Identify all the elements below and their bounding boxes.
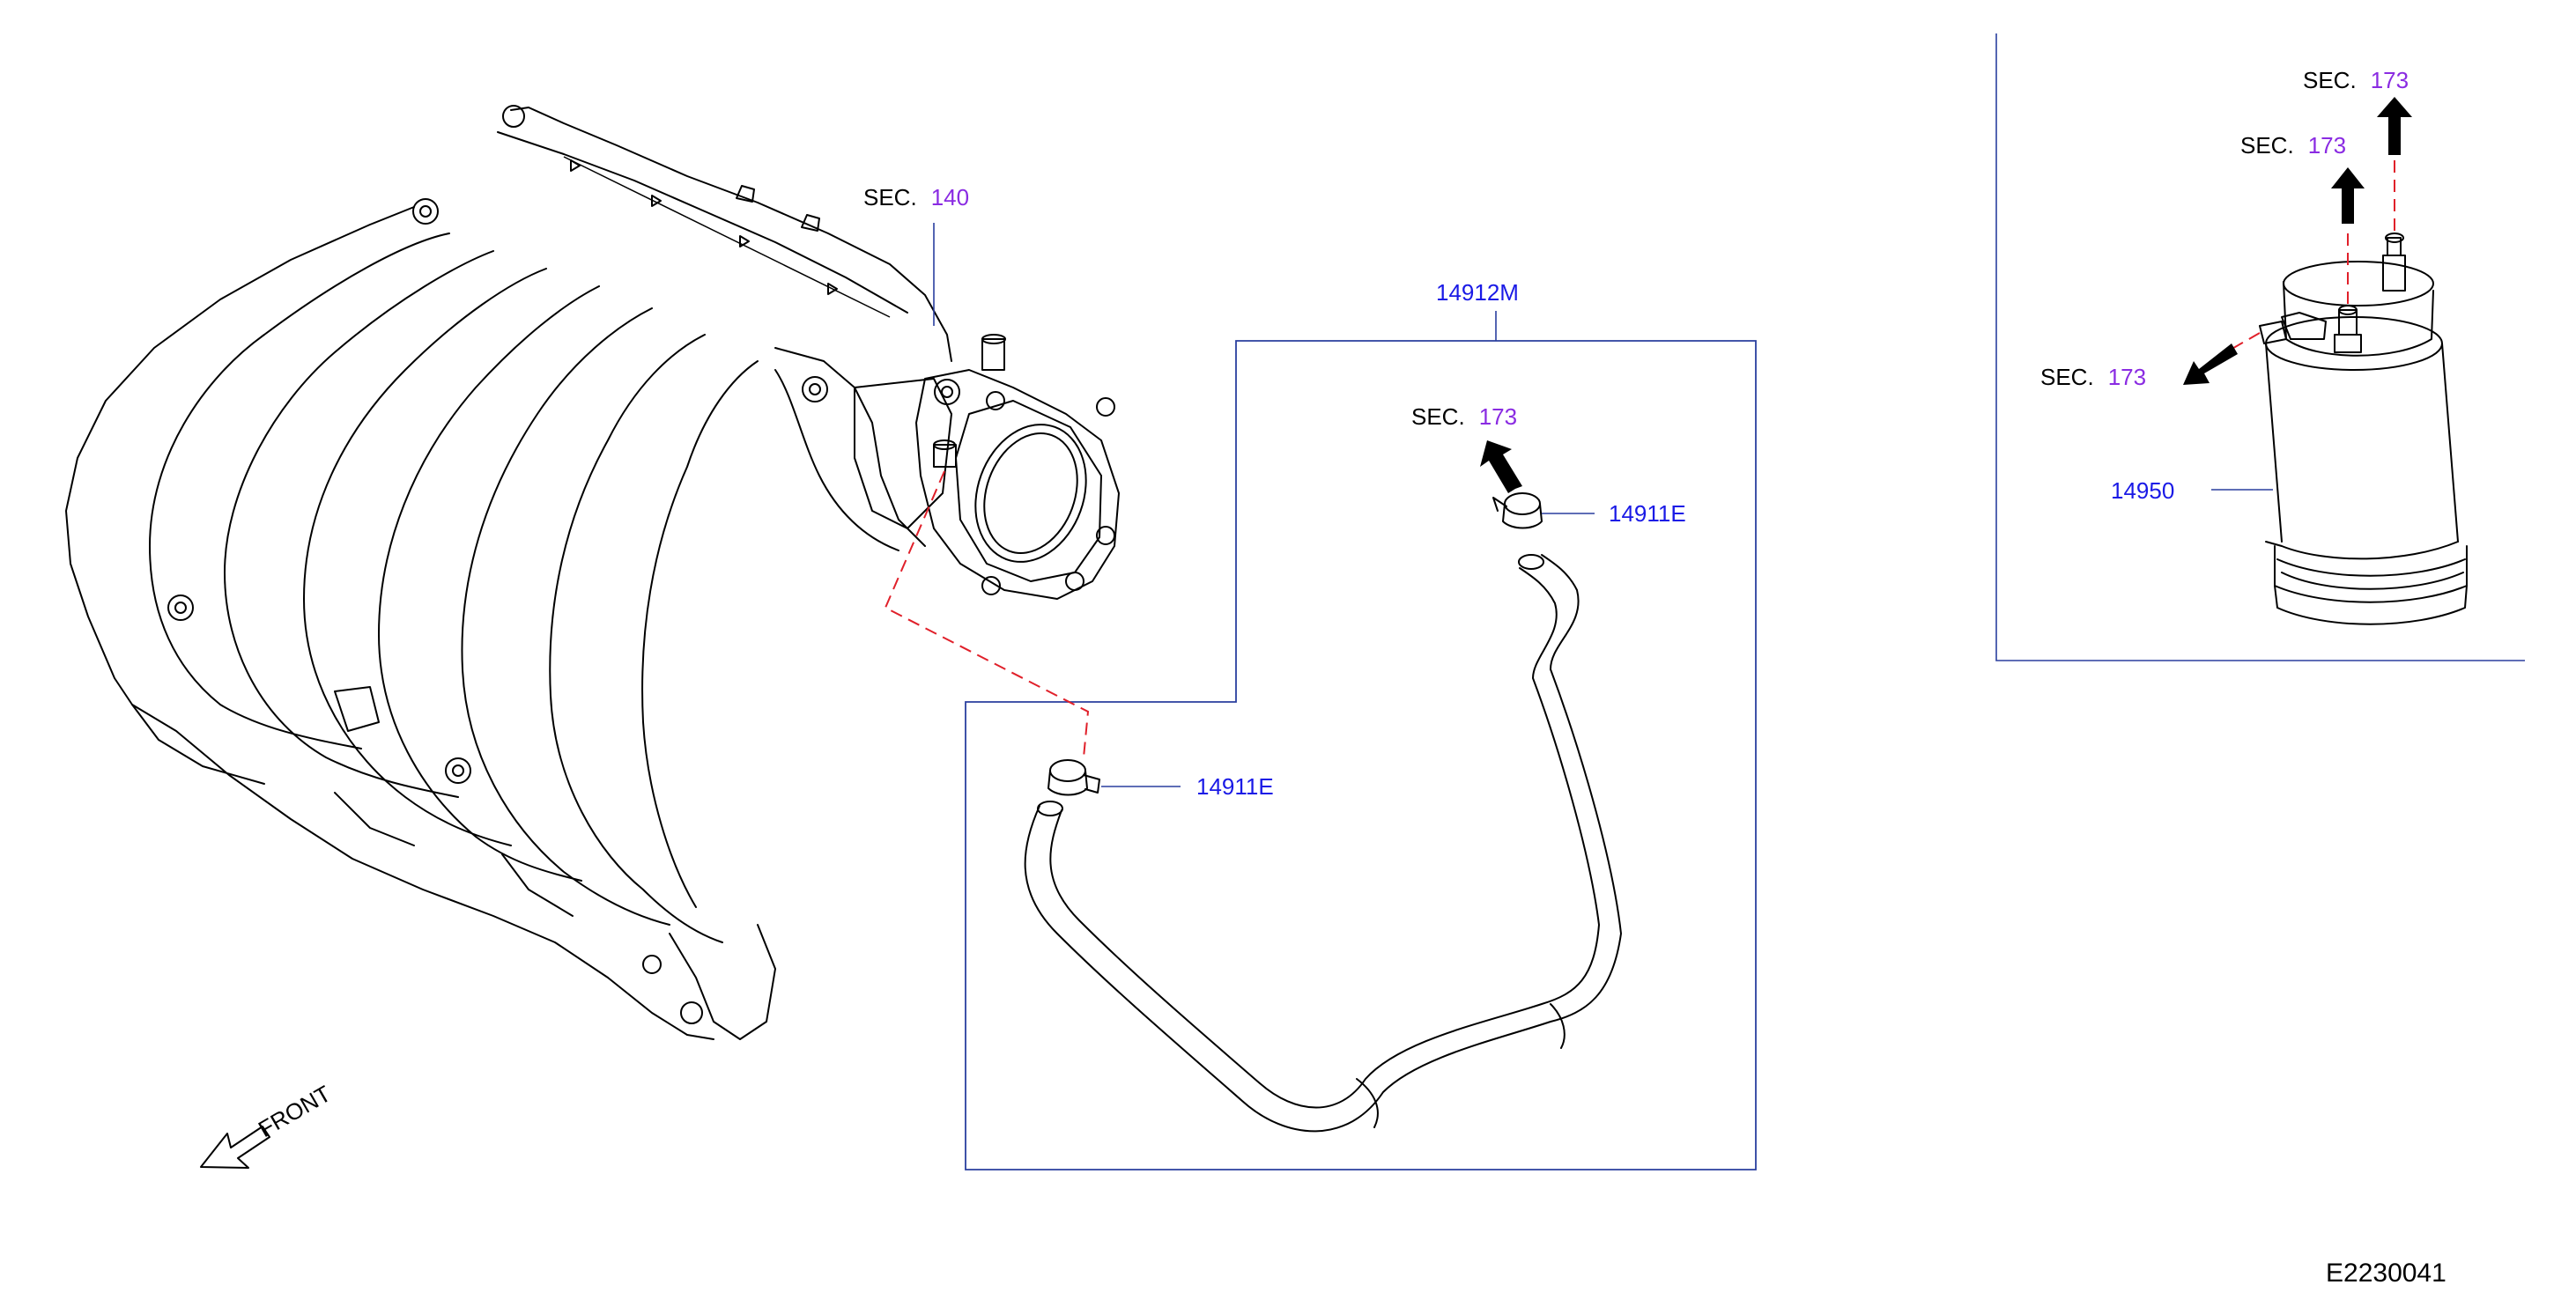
sec-173-side-number: 173 — [2108, 364, 2146, 390]
front-label: FRONT — [254, 1080, 336, 1142]
clamp-14911e-lower — [1047, 759, 1100, 796]
hose-14912m — [1024, 554, 1622, 1133]
sec-173-hose-number: 173 — [1479, 403, 1517, 430]
part-14911e-lower-label: 14911E — [1196, 773, 1274, 800]
arrow-sec-173-side-icon — [2183, 343, 2238, 385]
canister-14950 — [2259, 233, 2468, 625]
sec-173-mid-word: SEC. — [2240, 132, 2294, 159]
throttle-body — [854, 369, 1120, 600]
sec-173-top-label: SEC. 173 — [2303, 67, 2409, 93]
sec-173-side-label: SEC. 173 — [2040, 364, 2146, 390]
intake-manifold — [65, 105, 1006, 1040]
sec-173-top-number: 173 — [2371, 67, 2409, 93]
sec-173-top-word: SEC. — [2303, 67, 2357, 93]
connection-line-throttle-hose — [884, 470, 1090, 758]
part-14911e-upper-label: 14911E — [1609, 500, 1686, 527]
connection-line-canister-side — [2228, 332, 2261, 351]
arrow-sec-173-hose-icon — [1480, 440, 1522, 493]
sec-140-label: SEC. 140 — [863, 184, 969, 210]
sec-140-number: 140 — [931, 184, 969, 210]
figure-code: E2230041 — [2326, 1259, 2446, 1288]
part-14912m-label: 14912M — [1436, 279, 1519, 306]
canister-group-frame — [1995, 33, 2525, 661]
arrow-sec-173-mid-icon — [2331, 167, 2365, 224]
sec-173-mid-number: 173 — [2308, 132, 2346, 159]
clamp-14911e-upper — [1492, 492, 1543, 529]
arrow-sec-173-top-icon — [2377, 97, 2412, 155]
sec-173-hose-word: SEC. — [1411, 403, 1465, 430]
sec-173-side-word: SEC. — [2040, 364, 2094, 390]
group-14912m-frame — [965, 340, 1757, 1170]
front-arrow-icon — [200, 1126, 270, 1169]
part-14950-label: 14950 — [2111, 477, 2174, 504]
sec-140-word: SEC. — [863, 184, 917, 210]
sec-173-hose-label: SEC. 173 — [1411, 403, 1517, 430]
sec-173-mid-label: SEC. 173 — [2240, 132, 2346, 159]
